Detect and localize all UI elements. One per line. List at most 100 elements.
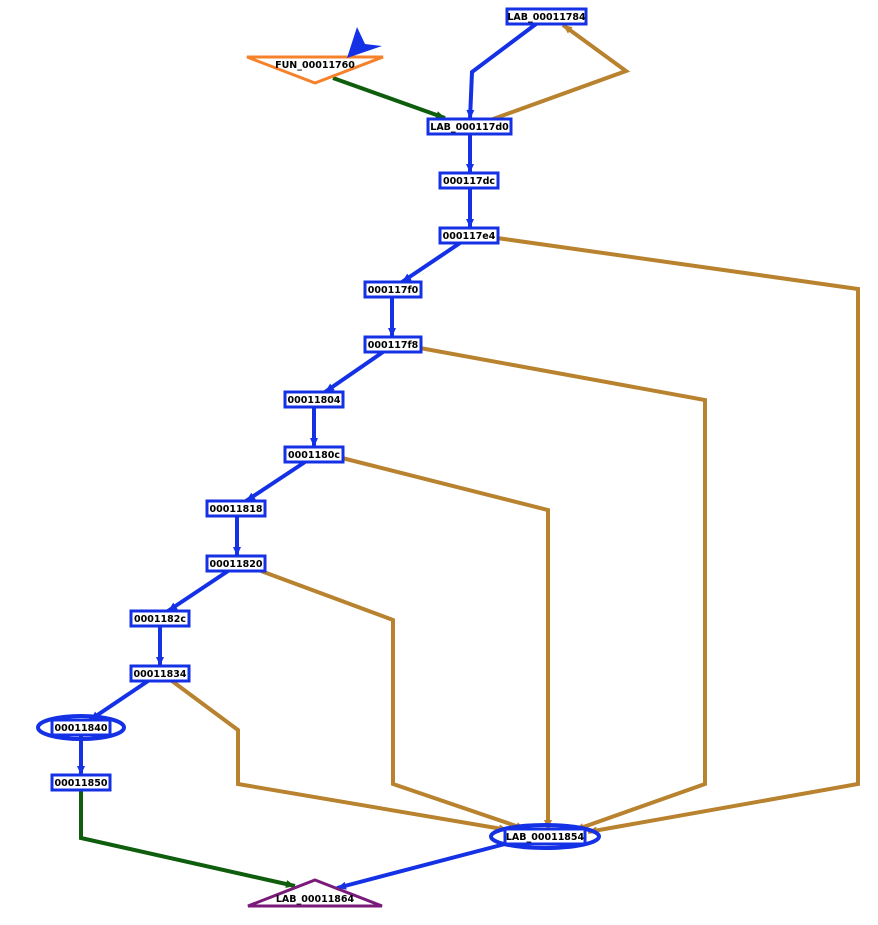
edge-line	[341, 456, 550, 829]
node-lab_00011784[interactable]	[505, 7, 588, 26]
node-n_00011834[interactable]	[129, 664, 191, 683]
edge-n_00011840-to-n_00011850[interactable]	[77, 735, 85, 775]
node-label: 00011820	[210, 559, 263, 570]
edge-lab_000117d0-to-n_000117dc[interactable]	[466, 134, 474, 173]
node-box	[205, 499, 267, 518]
node-n_0001182c[interactable]	[129, 609, 191, 628]
node-n_00011820[interactable]	[205, 554, 267, 573]
node-lab_00011854[interactable]	[489, 823, 601, 850]
node-box	[426, 117, 513, 136]
edge-arrowhead	[402, 273, 412, 282]
edge-arrowhead	[466, 219, 474, 228]
edge-line	[323, 350, 385, 394]
node-n_00011804[interactable]	[283, 390, 345, 409]
node-label: 00011818	[210, 504, 263, 515]
edge-lab_000117d0-to-lab_00011784[interactable]	[492, 23, 631, 121]
edge-arrowhead	[168, 602, 178, 611]
node-n_000117dc[interactable]	[438, 171, 500, 190]
edge-fun_00011760-to-lab_000117d0[interactable]	[332, 76, 446, 120]
edge-line	[79, 790, 296, 888]
edge-n_0001180c-to-lab_00011854[interactable]	[341, 456, 552, 829]
node-n_00011840[interactable]	[36, 714, 126, 741]
node-fun_00011760[interactable]	[246, 27, 384, 85]
node-box	[283, 390, 345, 409]
node-label: 00011804	[288, 395, 341, 406]
edge-line	[492, 23, 631, 121]
node-n_000117e4[interactable]	[438, 226, 500, 245]
edge-arrowhead	[77, 766, 85, 775]
edge-arrowhead	[435, 111, 445, 119]
node-box	[283, 445, 345, 464]
edge-lab_00011854-to-lab_00011864[interactable]	[336, 842, 506, 890]
edge-line	[88, 679, 150, 722]
node-label: FUN_00011760	[275, 60, 355, 71]
node-label: 000117dc	[443, 176, 495, 187]
edge-line	[332, 76, 446, 120]
edge-n_000117e4-to-lab_00011854[interactable]	[496, 236, 860, 835]
edge-arrowhead	[233, 547, 241, 556]
edge-arrowhead	[156, 657, 164, 666]
edge-line	[336, 842, 506, 890]
entry-arrow-icon	[347, 27, 382, 58]
node-label: 0001180c	[288, 450, 340, 461]
node-label: LAB_00011854	[506, 832, 585, 843]
node-box	[50, 773, 112, 792]
edge-n_0001180c-to-n_00011818[interactable]	[244, 460, 307, 503]
node-n_000117f0[interactable]	[363, 280, 423, 299]
edge-n_000117dc-to-n_000117e4[interactable]	[466, 188, 474, 228]
edge-line	[419, 346, 707, 832]
node-n_00011818[interactable]	[205, 499, 267, 518]
node-n_0001180c[interactable]	[283, 445, 345, 464]
node-lab_000117d0[interactable]	[426, 117, 513, 136]
edge-n_00011834-to-n_00011840[interactable]	[88, 679, 150, 722]
node-label: 000117e4	[443, 231, 496, 242]
node-lab_00011864[interactable]	[247, 878, 383, 908]
edge-n_0001182c-to-n_00011834[interactable]	[156, 626, 164, 666]
edge-line	[166, 569, 230, 613]
edge-n_000117f0-to-n_000117f8[interactable]	[388, 297, 396, 337]
exit-triangle	[247, 878, 383, 908]
edge-line	[400, 241, 462, 284]
edge-n_00011804-to-n_0001180c[interactable]	[310, 407, 318, 447]
node-n_00011850[interactable]	[50, 773, 112, 792]
edge-arrowhead	[388, 328, 396, 337]
edge-n_00011818-to-n_00011820[interactable]	[233, 516, 241, 556]
edge-arrowhead	[337, 881, 347, 890]
node-box	[505, 7, 588, 26]
selection-ring	[489, 823, 601, 850]
edge-line	[496, 236, 860, 834]
node-label: 00011834	[134, 669, 187, 680]
node-label: 00011850	[55, 778, 108, 789]
selection-ring	[36, 714, 126, 741]
edge-n_00011850-to-lab_00011864[interactable]	[79, 790, 296, 888]
node-n_000117f8[interactable]	[363, 335, 423, 354]
node-box	[205, 554, 267, 573]
node-label: 0001182c	[134, 614, 186, 625]
node-box	[503, 827, 587, 846]
nodes-layer	[36, 7, 601, 908]
edge-n_00011820-to-n_0001182c[interactable]	[166, 569, 230, 613]
edge-arrowhead	[563, 25, 573, 34]
edge-n_000117f8-to-n_00011804[interactable]	[323, 350, 385, 394]
edge-n_000117f8-to-lab_00011854[interactable]	[419, 346, 707, 832]
node-label: LAB_00011784	[507, 12, 586, 23]
edge-arrowhead	[325, 383, 335, 392]
edge-lab_00011784-to-lab_000117d0[interactable]	[466, 22, 538, 120]
edge-n_00011820-to-lab_00011854[interactable]	[260, 569, 526, 831]
edge-n_000117e4-to-n_000117f0[interactable]	[400, 241, 462, 284]
edges-layer	[77, 22, 860, 890]
node-label: LAB_000117d0	[430, 122, 509, 133]
edge-line	[170, 679, 509, 832]
edge-line	[260, 569, 526, 831]
edge-arrowhead	[285, 880, 295, 888]
node-box	[438, 226, 500, 245]
edge-line	[244, 460, 307, 503]
node-box	[363, 280, 423, 299]
edge-arrowhead	[310, 438, 318, 447]
edge-arrowhead	[246, 492, 256, 501]
node-box	[129, 609, 191, 628]
node-box	[363, 335, 423, 354]
edge-n_00011834-to-lab_00011854[interactable]	[170, 679, 509, 833]
